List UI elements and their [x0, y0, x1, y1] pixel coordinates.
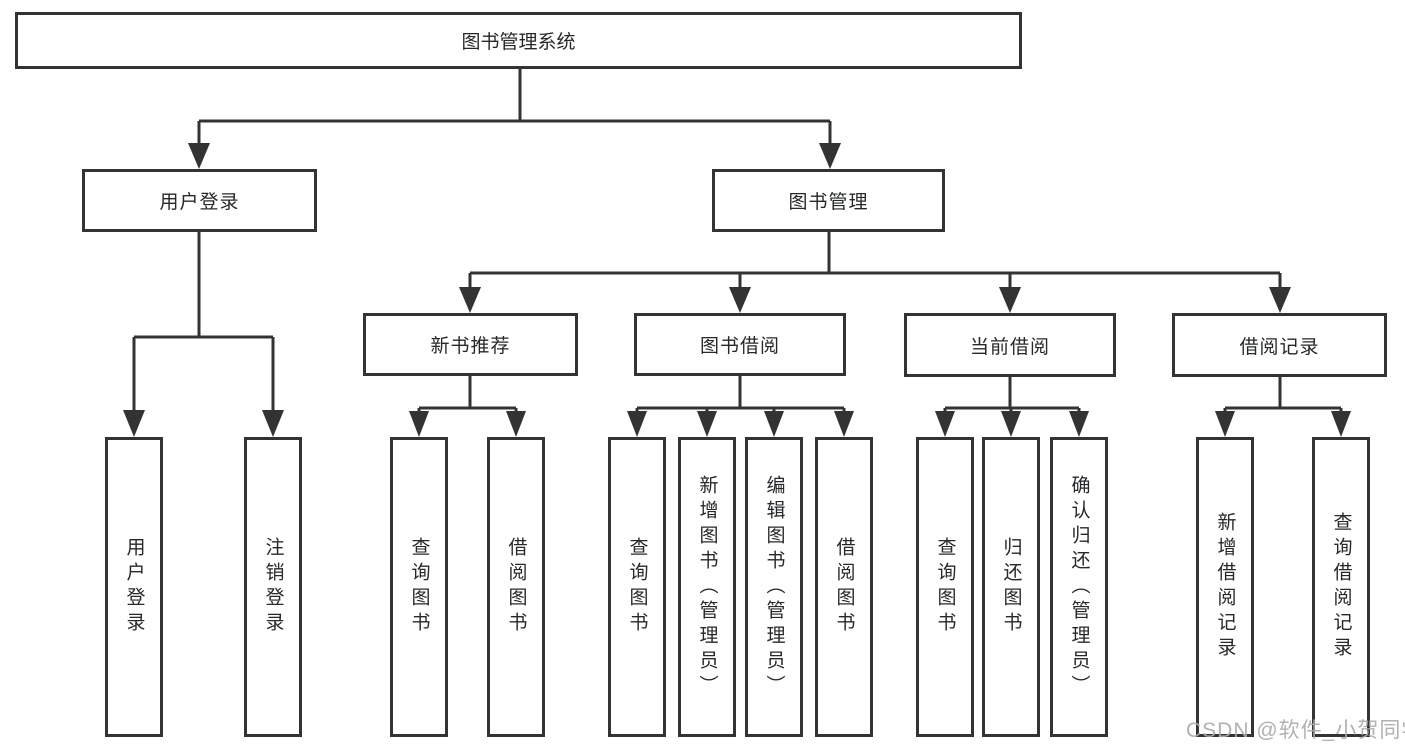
node-label: 用户登录	[159, 192, 240, 213]
leaf-confirm-return-admin: 确认归还（管理员）	[1050, 437, 1108, 737]
node-book-borrowing: 图书借阅	[634, 313, 846, 376]
node-label: 借阅图书	[833, 537, 855, 637]
node-current-borrowing: 当前借阅	[904, 313, 1116, 377]
node-label: 新增借阅记录	[1214, 512, 1236, 662]
node-label: 新增图书（管理员）	[696, 474, 718, 700]
leaf-edit-books-admin: 编辑图书（管理员）	[745, 437, 803, 737]
leaf-query-borrow-record: 查询借阅记录	[1312, 437, 1370, 737]
leaf-logout: 注销登录	[244, 437, 302, 737]
node-label: 查询图书	[626, 537, 648, 637]
leaf-query-books-recommend: 查询图书	[390, 437, 448, 737]
node-book-management: 图书管理	[712, 169, 945, 232]
leaf-query-books-current: 查询图书	[916, 437, 974, 737]
leaf-borrow-books-recommend: 借阅图书	[487, 437, 545, 737]
node-borrowing-records: 借阅记录	[1172, 313, 1387, 377]
node-label: 借阅记录	[1239, 336, 1320, 358]
node-label: 编辑图书（管理员）	[763, 474, 785, 700]
leaf-return-books: 归还图书	[982, 437, 1040, 737]
node-label: 查询图书	[408, 537, 430, 637]
leaf-borrow-books: 借阅图书	[815, 437, 873, 737]
node-new-book-recommendation: 新书推荐	[363, 313, 578, 376]
node-label: 借阅图书	[505, 537, 527, 637]
csdn-watermark: CSDN @软件_小贺同学	[1186, 719, 1405, 742]
arrowheads	[123, 143, 1351, 437]
node-library-management-system: 图书管理系统	[15, 12, 1022, 69]
node-label: 图书管理	[788, 192, 869, 213]
leaf-query-books-borrowing: 查询图书	[608, 437, 666, 737]
node-label: 新书推荐	[430, 336, 511, 357]
node-label: 当前借阅	[969, 336, 1050, 358]
node-user-login: 用户登录	[82, 169, 317, 232]
leaf-user-login: 用户登录	[105, 437, 163, 737]
node-label: 归还图书	[1000, 537, 1022, 637]
node-label: 图书借阅	[699, 336, 780, 357]
node-label: 查询图书	[934, 537, 956, 637]
node-label: 确认归还（管理员）	[1068, 474, 1090, 700]
node-label: 图书管理系统	[461, 32, 576, 53]
node-label: 注销登录	[262, 537, 284, 637]
node-label: 查询借阅记录	[1330, 512, 1352, 662]
node-label: 用户登录	[123, 537, 145, 637]
leaf-add-borrow-record: 新增借阅记录	[1196, 437, 1254, 737]
leaf-add-books-admin: 新增图书（管理员）	[678, 437, 736, 737]
